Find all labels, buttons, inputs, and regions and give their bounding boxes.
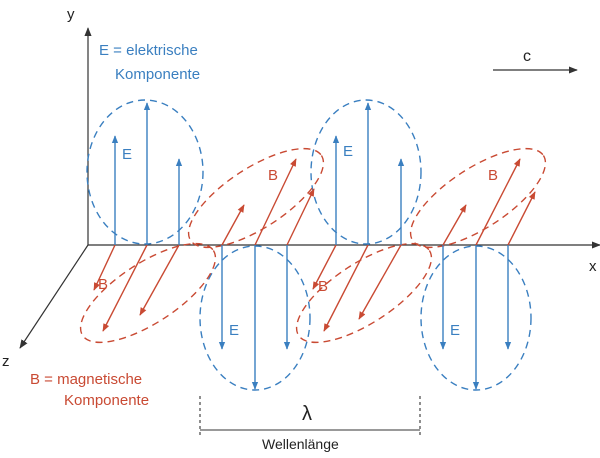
e-envelope-3 (310, 99, 422, 245)
b-vector (93, 244, 116, 291)
b-vector (254, 158, 297, 246)
b-symbol: B (98, 276, 108, 293)
magnetic-vectors (93, 158, 536, 332)
b-vector (221, 204, 245, 246)
electric-legend-line1: E = elektrische (99, 42, 198, 59)
x-axis-label: x (589, 258, 597, 275)
e-symbol: E (229, 322, 239, 339)
magnetic-envelopes (79, 147, 547, 344)
b-envelope-2 (187, 147, 325, 249)
b-envelope-3 (295, 242, 433, 344)
electric-legend-line2: Komponente (115, 66, 200, 83)
b-vector (358, 244, 402, 320)
wavelength-bracket (199, 396, 421, 437)
e-symbol: E (122, 146, 132, 163)
b-symbol: B (268, 167, 278, 184)
lambda-symbol: λ (302, 403, 312, 425)
b-vector (475, 158, 521, 246)
b-envelope-4 (409, 147, 547, 249)
b-vector (507, 191, 536, 246)
b-vector (312, 244, 337, 290)
e-envelope-1 (86, 99, 204, 245)
b-vector (286, 188, 315, 246)
b-vector (102, 244, 148, 332)
wavelength-label: Wellenlänge (262, 436, 339, 452)
z-axis-label: z (2, 353, 10, 370)
b-vector (442, 204, 467, 246)
y-axis-label: y (67, 6, 75, 23)
e-symbol: E (450, 322, 460, 339)
magnetic-legend-line2: Komponente (64, 392, 149, 409)
b-symbol: B (318, 278, 328, 295)
electric-vectors (111, 102, 512, 390)
speed-label: c (523, 48, 531, 65)
e-symbol: E (343, 143, 353, 160)
b-envelope-1 (79, 242, 217, 344)
z-axis (19, 244, 89, 349)
magnetic-legend-line1: B = magnetische (30, 371, 142, 388)
axes (19, 27, 600, 349)
b-vector (139, 244, 180, 316)
b-vector (323, 244, 369, 332)
b-symbol: B (488, 167, 498, 184)
